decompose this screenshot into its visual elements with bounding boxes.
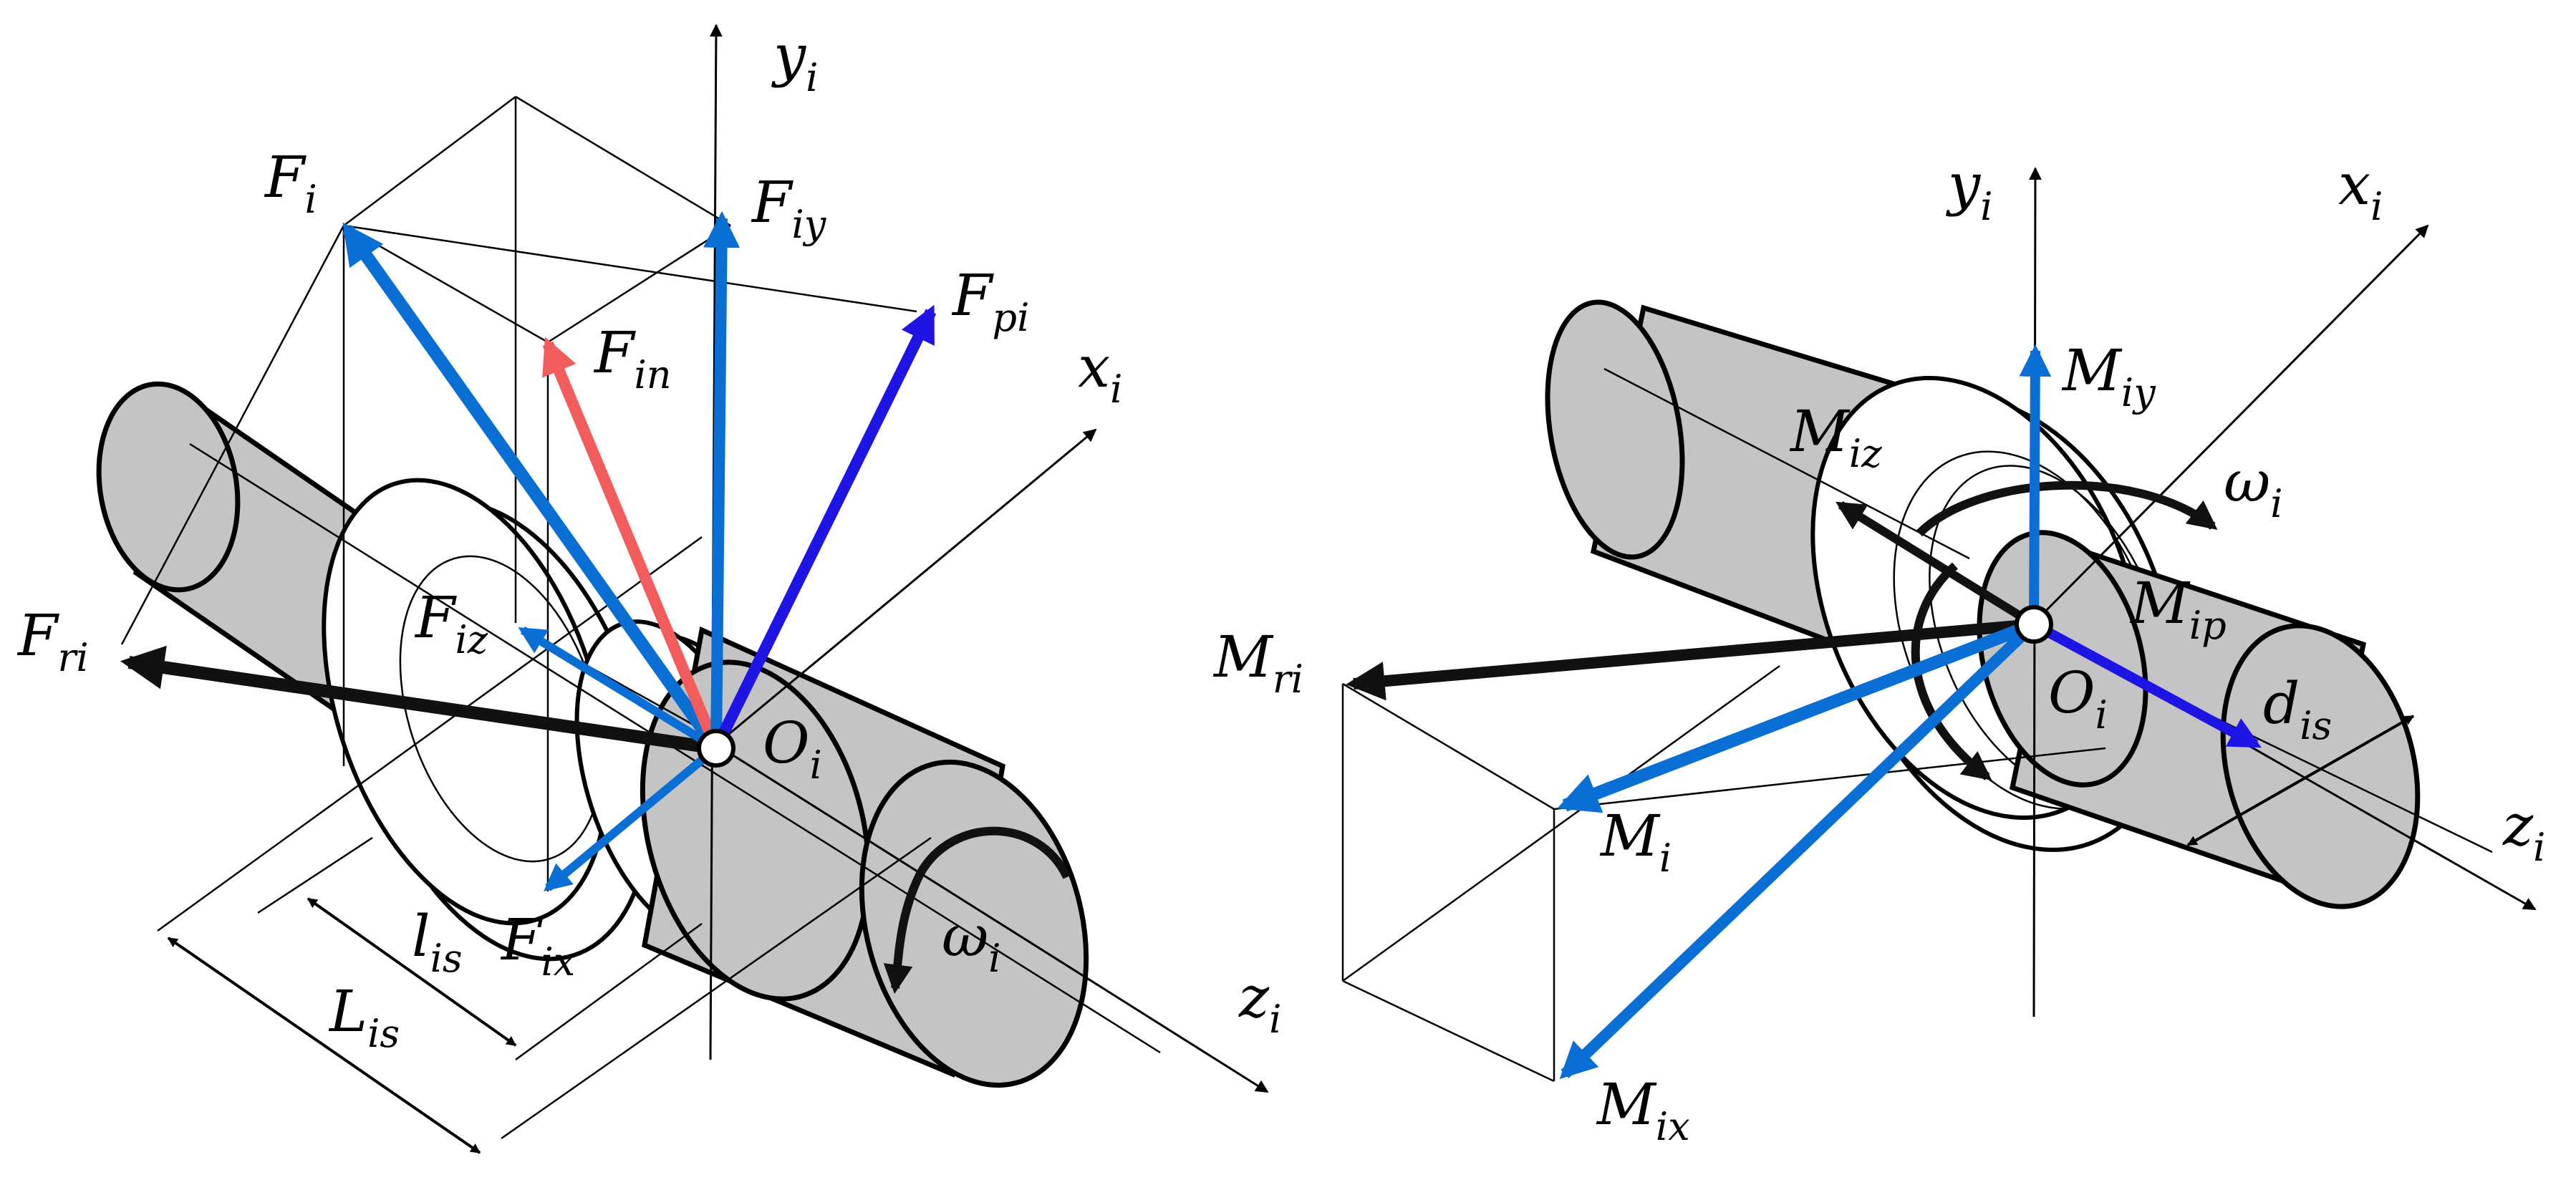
right-right-shaft xyxy=(1977,530,2421,909)
origin-point-right xyxy=(2015,605,2053,644)
arrow-F-pi xyxy=(710,304,937,751)
z-axis-left xyxy=(715,743,1269,1093)
left-panel: Fi Fiy Fpi Fin Fiz Fri Fix Oi xi yi zi ω… xyxy=(16,22,1281,1154)
label-F-i: Fi xyxy=(264,144,317,222)
label-M-iz: Miz xyxy=(1789,398,1882,476)
label-M-iy: Miy xyxy=(2061,337,2156,415)
label-M-ix: Mix xyxy=(1596,1071,1690,1149)
right-labels: Miy Miz Mip Mri Mi Mix Oi xi yi zi ωi di… xyxy=(1212,151,2545,1149)
arrow-M-iy xyxy=(2019,344,2052,625)
dimension-lines-left xyxy=(167,897,517,1154)
arrow-F-iy xyxy=(703,211,741,749)
arrow-M-iz xyxy=(1835,500,2037,629)
label-M-ri: Mri xyxy=(1212,624,1303,702)
arrow-F-i xyxy=(342,222,722,753)
label-M-i: Mi xyxy=(1599,803,1671,881)
label-O-i-right: Oi xyxy=(2048,659,2108,737)
label-F-in: Fin xyxy=(593,319,672,397)
label-omega-i-right: ωi xyxy=(2224,448,2283,526)
origin-point-left xyxy=(697,729,735,768)
label-F-ri: Fri xyxy=(16,602,89,680)
right-panel: Miy Miz Mip Mri Mi Mix Oi xi yi zi ωi di… xyxy=(1212,151,2545,1149)
label-M-ip: Mip xyxy=(2129,570,2227,648)
label-F-pi: Fpi xyxy=(951,262,1029,340)
label-x-i-right: xi xyxy=(2338,151,2383,229)
label-omega-i-left: ωi xyxy=(942,903,1001,981)
center-disk xyxy=(322,478,652,962)
arrow-M-i xyxy=(1557,618,2037,813)
arrow-F-in xyxy=(542,337,722,751)
arrow-F-iz xyxy=(518,626,719,753)
x-axis-left xyxy=(715,428,1097,746)
label-l-is: lis xyxy=(412,903,463,981)
arrow-M-ix xyxy=(1559,620,2038,1080)
left-force-vectors xyxy=(120,211,937,891)
dim-d-is xyxy=(2186,715,2415,846)
label-F-ix: Fix xyxy=(500,906,575,985)
arrow-M-ri xyxy=(1346,619,2035,701)
label-y-i-left: yi xyxy=(771,22,818,100)
rotation-arrow-right-top xyxy=(1916,480,2218,537)
label-L-is: Lis xyxy=(328,978,400,1056)
arrow-F-ri xyxy=(120,645,718,755)
label-F-iz: Fiz xyxy=(414,584,488,662)
x-axis-right xyxy=(2032,224,2429,624)
label-z-i-right: zi xyxy=(2502,792,2545,870)
left-labels: Fi Fiy Fpi Fin Fiz Fri Fix Oi xi yi zi ω… xyxy=(16,22,1281,1056)
label-z-i-left: zi xyxy=(1238,964,1281,1042)
rotation-arrow-left xyxy=(883,826,1071,995)
label-F-iy: Fiy xyxy=(751,169,827,247)
label-y-i-right: yi xyxy=(1946,151,1992,229)
label-O-i-left: Oi xyxy=(763,710,822,788)
arrow-F-ix xyxy=(544,745,719,891)
dim-L-is xyxy=(167,937,481,1154)
label-d-is: dis xyxy=(2263,670,2332,748)
label-x-i-left: xi xyxy=(1078,334,1122,412)
